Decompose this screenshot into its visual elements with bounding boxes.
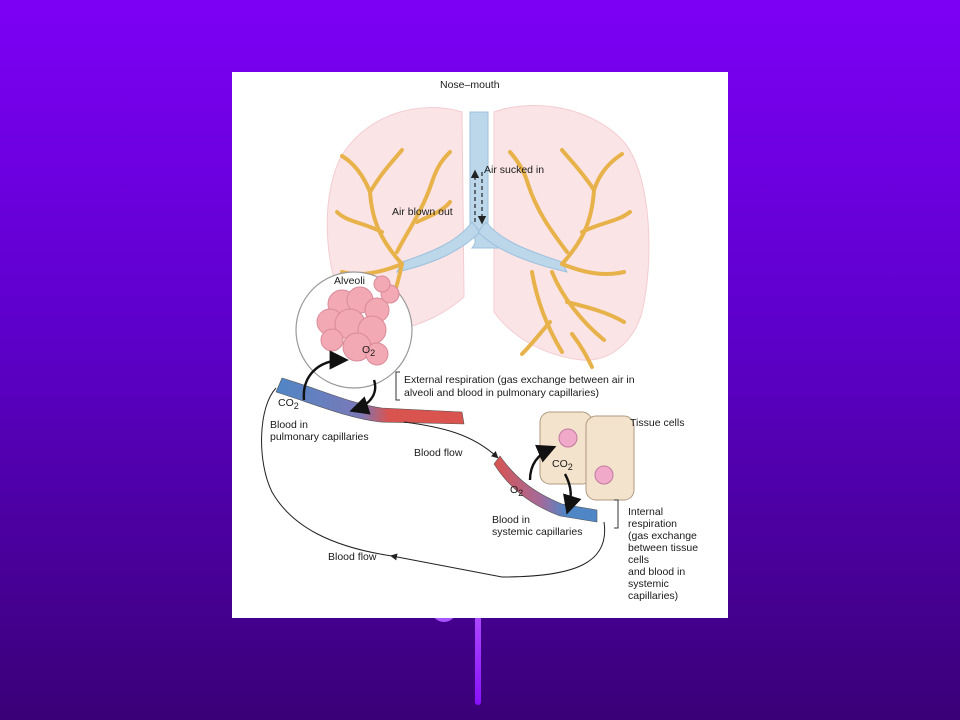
decorative-bar (475, 610, 481, 705)
label-o2-alveoli: O2 (362, 344, 375, 358)
label-external-respiration: External respiration (gas exchange betwe… (404, 374, 637, 399)
blood-flow-to-systemic-arrow (403, 421, 499, 459)
left-main-bronchus (396, 221, 481, 273)
label-blood-pulmonary: Blood in pulmonary capillaries (270, 419, 369, 443)
label-co2-pulmonary: CO2 (278, 397, 299, 411)
tissue-cell-nucleus-2 (594, 465, 614, 485)
right-bronchial-tree (508, 148, 632, 369)
blood-flow-return-loop (390, 521, 606, 578)
label-air-sucked-in: Air sucked in (484, 164, 544, 176)
tissue-cells (539, 411, 635, 501)
right-lung (493, 105, 650, 361)
label-air-blown-out: Air blown out (392, 206, 453, 218)
label-co2-tissue: CO2 (552, 458, 573, 472)
label-blood-flow-1: Blood flow (414, 447, 463, 459)
co2-to-blood-arrow (528, 444, 557, 481)
label-blood-systemic: Blood in systemic capillaries (492, 514, 582, 538)
label-internal-respiration: Internal respiration (gas exchange betwe… (628, 506, 701, 602)
internal-respiration-bracket (614, 499, 619, 529)
label-alveoli: Alveoli (334, 275, 365, 287)
pulmonary-capillary (275, 377, 465, 425)
o2-to-blood-arrow (349, 379, 377, 415)
external-respiration-bracket (395, 371, 400, 401)
alveoli-cluster (316, 275, 400, 366)
blood-flow-return-loop-2 (261, 387, 393, 557)
co2-to-alveoli-arrow (302, 350, 349, 401)
respiration-figure: Nose–mouth Air sucked in Air blown out A… (232, 72, 728, 618)
right-main-bronchus (477, 221, 568, 273)
systemic-capillary (493, 455, 598, 523)
label-blood-flow-2: Blood flow (328, 551, 377, 563)
label-tissue-cells: Tissue cells (630, 417, 684, 429)
label-nose-mouth: Nose–mouth (440, 79, 500, 91)
tissue-cell-nucleus-1 (558, 428, 578, 448)
o2-to-tissue-arrow (563, 473, 582, 515)
label-o2-systemic: O2 (510, 484, 523, 498)
respiration-diagram-svg: Nose–mouth Air sucked in Air blown out A… (261, 79, 701, 602)
